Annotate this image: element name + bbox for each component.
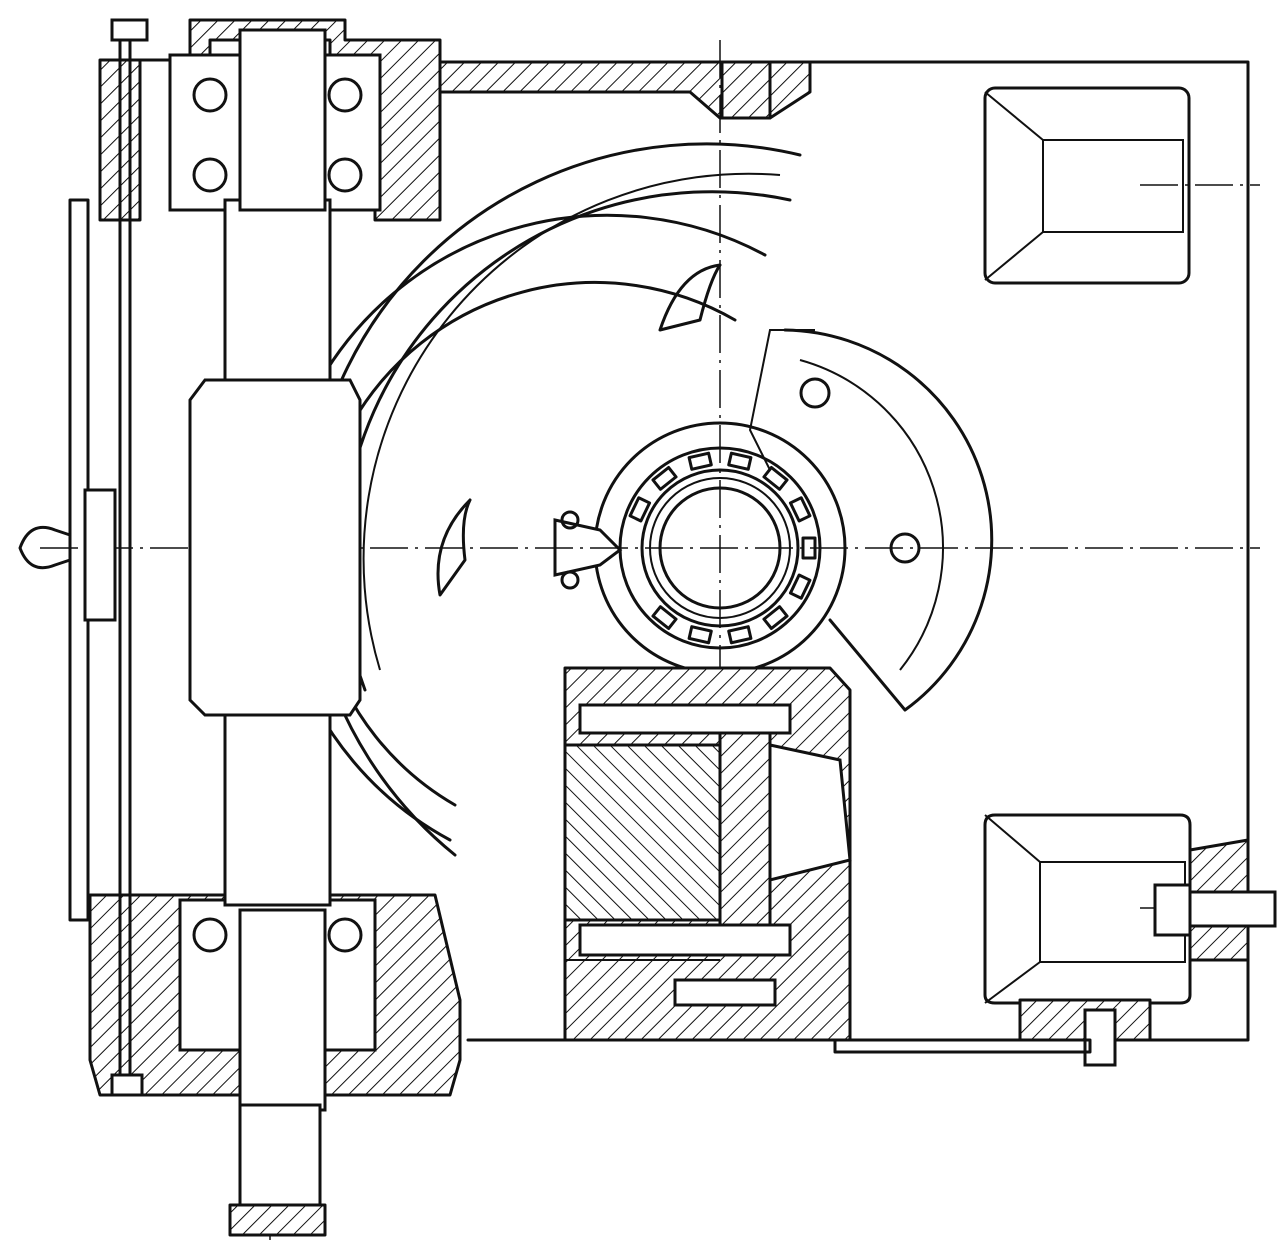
right-cover-disc [748,328,994,712]
bearing-roller [727,451,753,471]
bearing-roller [727,625,753,645]
bearing-roller [651,605,678,631]
bearing-roller [788,573,812,600]
lower-mount-block [563,666,852,1042]
bearing-roller [788,496,812,523]
worm-shaft [18,18,462,1237]
housing-body [438,60,1250,1042]
bearing-roller [762,465,789,491]
top-right-pad [983,86,1191,285]
bearing-roller [687,625,713,645]
side-bolt [833,838,1277,1067]
bearing-roller [628,496,652,523]
bearing-roller [687,451,713,471]
bearing-roller [651,465,678,491]
bearing-roller [762,605,789,631]
